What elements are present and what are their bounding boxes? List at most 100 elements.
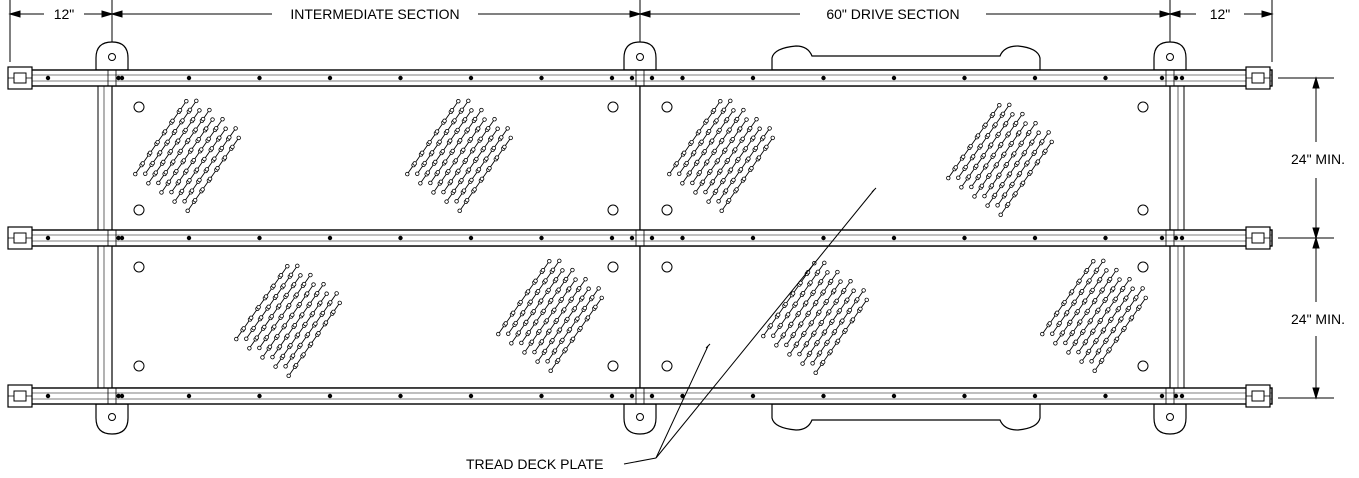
corner-hole bbox=[1137, 101, 1149, 113]
tread-pattern bbox=[761, 260, 869, 376]
corner-hole bbox=[661, 101, 673, 113]
tread-pattern bbox=[405, 98, 513, 214]
caster-wheel bbox=[623, 403, 657, 435]
rail-bolt bbox=[680, 75, 685, 81]
rail-bolt bbox=[962, 75, 967, 81]
caster-wheel bbox=[623, 41, 657, 71]
rail-bolt bbox=[119, 235, 125, 241]
rail-bolt bbox=[116, 393, 121, 399]
rail-bolt bbox=[750, 393, 756, 399]
rail-bolt bbox=[398, 75, 403, 81]
rail-bolt bbox=[1032, 75, 1038, 81]
rail-bolt bbox=[1103, 235, 1108, 241]
corner-hole bbox=[607, 360, 619, 372]
corner-hole bbox=[133, 204, 145, 216]
rail-bolt bbox=[257, 75, 262, 81]
tread-pattern bbox=[667, 98, 775, 214]
rail-bolt bbox=[327, 393, 333, 399]
rail-bolt bbox=[398, 393, 403, 399]
tread-pattern bbox=[496, 258, 604, 374]
caster-wheels bbox=[95, 41, 1187, 435]
top-dimension-line bbox=[8, 0, 1274, 62]
rail-bolt bbox=[821, 393, 826, 399]
rail-bolt bbox=[119, 75, 125, 81]
rail-bolt bbox=[116, 75, 121, 81]
rail-bolt bbox=[1159, 75, 1165, 81]
corner-hole bbox=[133, 261, 145, 273]
rail-bolt bbox=[45, 235, 51, 241]
corner-hole bbox=[133, 360, 145, 372]
rail-bolt bbox=[468, 235, 474, 241]
rail-bolt bbox=[750, 235, 756, 241]
rail-bolt bbox=[45, 75, 51, 81]
tread-patterns bbox=[133, 98, 1148, 379]
rail-bolt bbox=[609, 235, 615, 241]
corner-hole bbox=[661, 204, 673, 216]
rail-bolt bbox=[257, 393, 262, 399]
rail-bolt bbox=[1173, 235, 1179, 241]
caster-wheel bbox=[1153, 403, 1187, 435]
corner-hole bbox=[1137, 261, 1149, 273]
rail-bolt bbox=[186, 393, 192, 399]
rail-bolt bbox=[891, 75, 897, 81]
tread-pattern bbox=[133, 98, 241, 214]
deck-panel-intermediate-lower bbox=[111, 245, 641, 389]
rail-bolt bbox=[468, 393, 474, 399]
rail-bolt bbox=[1173, 393, 1179, 399]
rail-bolt bbox=[891, 235, 897, 241]
rail-bolt bbox=[891, 393, 897, 399]
rail-bolt bbox=[629, 393, 635, 399]
tread-pattern bbox=[1040, 258, 1148, 374]
rail bbox=[7, 66, 1273, 90]
caster-wheel bbox=[95, 403, 129, 435]
rail-bolt bbox=[962, 393, 967, 399]
rail-bolt bbox=[1159, 393, 1165, 399]
callout-label: TREAD DECK PLATE bbox=[466, 456, 603, 472]
rail-bolt bbox=[119, 393, 125, 399]
dim-left-end-label: 12" bbox=[54, 6, 75, 22]
rail-bolt bbox=[539, 75, 544, 81]
rail-bolt bbox=[629, 75, 635, 81]
rail-bolt bbox=[821, 75, 826, 81]
rail bbox=[7, 384, 1273, 408]
dim-lower-lane-label: 24" MIN. bbox=[1291, 311, 1345, 327]
rail-bolt bbox=[609, 75, 615, 81]
rail-bolt bbox=[649, 75, 655, 81]
rail-bolt bbox=[1032, 235, 1038, 241]
rail-bolt bbox=[680, 235, 685, 241]
corner-hole bbox=[661, 360, 673, 372]
rail-bolt bbox=[398, 235, 403, 241]
tread-pattern bbox=[234, 263, 342, 379]
rail-bolt bbox=[327, 235, 333, 241]
rail-bolt bbox=[539, 393, 544, 399]
caster-wheel bbox=[1153, 41, 1187, 71]
rail-bolt bbox=[750, 75, 756, 81]
rail-bolt bbox=[116, 235, 121, 241]
rail-bolt bbox=[1179, 393, 1185, 399]
rail bbox=[7, 226, 1273, 250]
corner-hole bbox=[661, 261, 673, 273]
tread-deck-plate-callout bbox=[623, 187, 877, 465]
corner-hole bbox=[133, 101, 145, 113]
deck-panel-drive-lower bbox=[639, 245, 1171, 389]
rail-bolt bbox=[1103, 75, 1108, 81]
rail-bolt bbox=[186, 75, 192, 81]
deck-panel-drive-upper bbox=[639, 85, 1171, 233]
rail-bolt bbox=[680, 393, 685, 399]
right-dimension-line bbox=[1278, 76, 1334, 400]
rail-bolt bbox=[1179, 75, 1185, 81]
rail-bolt bbox=[821, 235, 826, 241]
rail-bolt bbox=[649, 393, 655, 399]
rail-bolt bbox=[257, 235, 262, 241]
rail-bolt bbox=[186, 235, 192, 241]
rail-bolt bbox=[962, 235, 967, 241]
caster-wheel bbox=[95, 41, 129, 71]
corner-hole bbox=[607, 261, 619, 273]
dim-right-end-label: 12" bbox=[1210, 6, 1231, 22]
rails bbox=[7, 66, 1273, 408]
corner-hole bbox=[1137, 360, 1149, 372]
rail-bolt bbox=[539, 235, 544, 241]
dim-drive-label: 60" DRIVE SECTION bbox=[826, 6, 959, 22]
corner-hole bbox=[607, 204, 619, 216]
